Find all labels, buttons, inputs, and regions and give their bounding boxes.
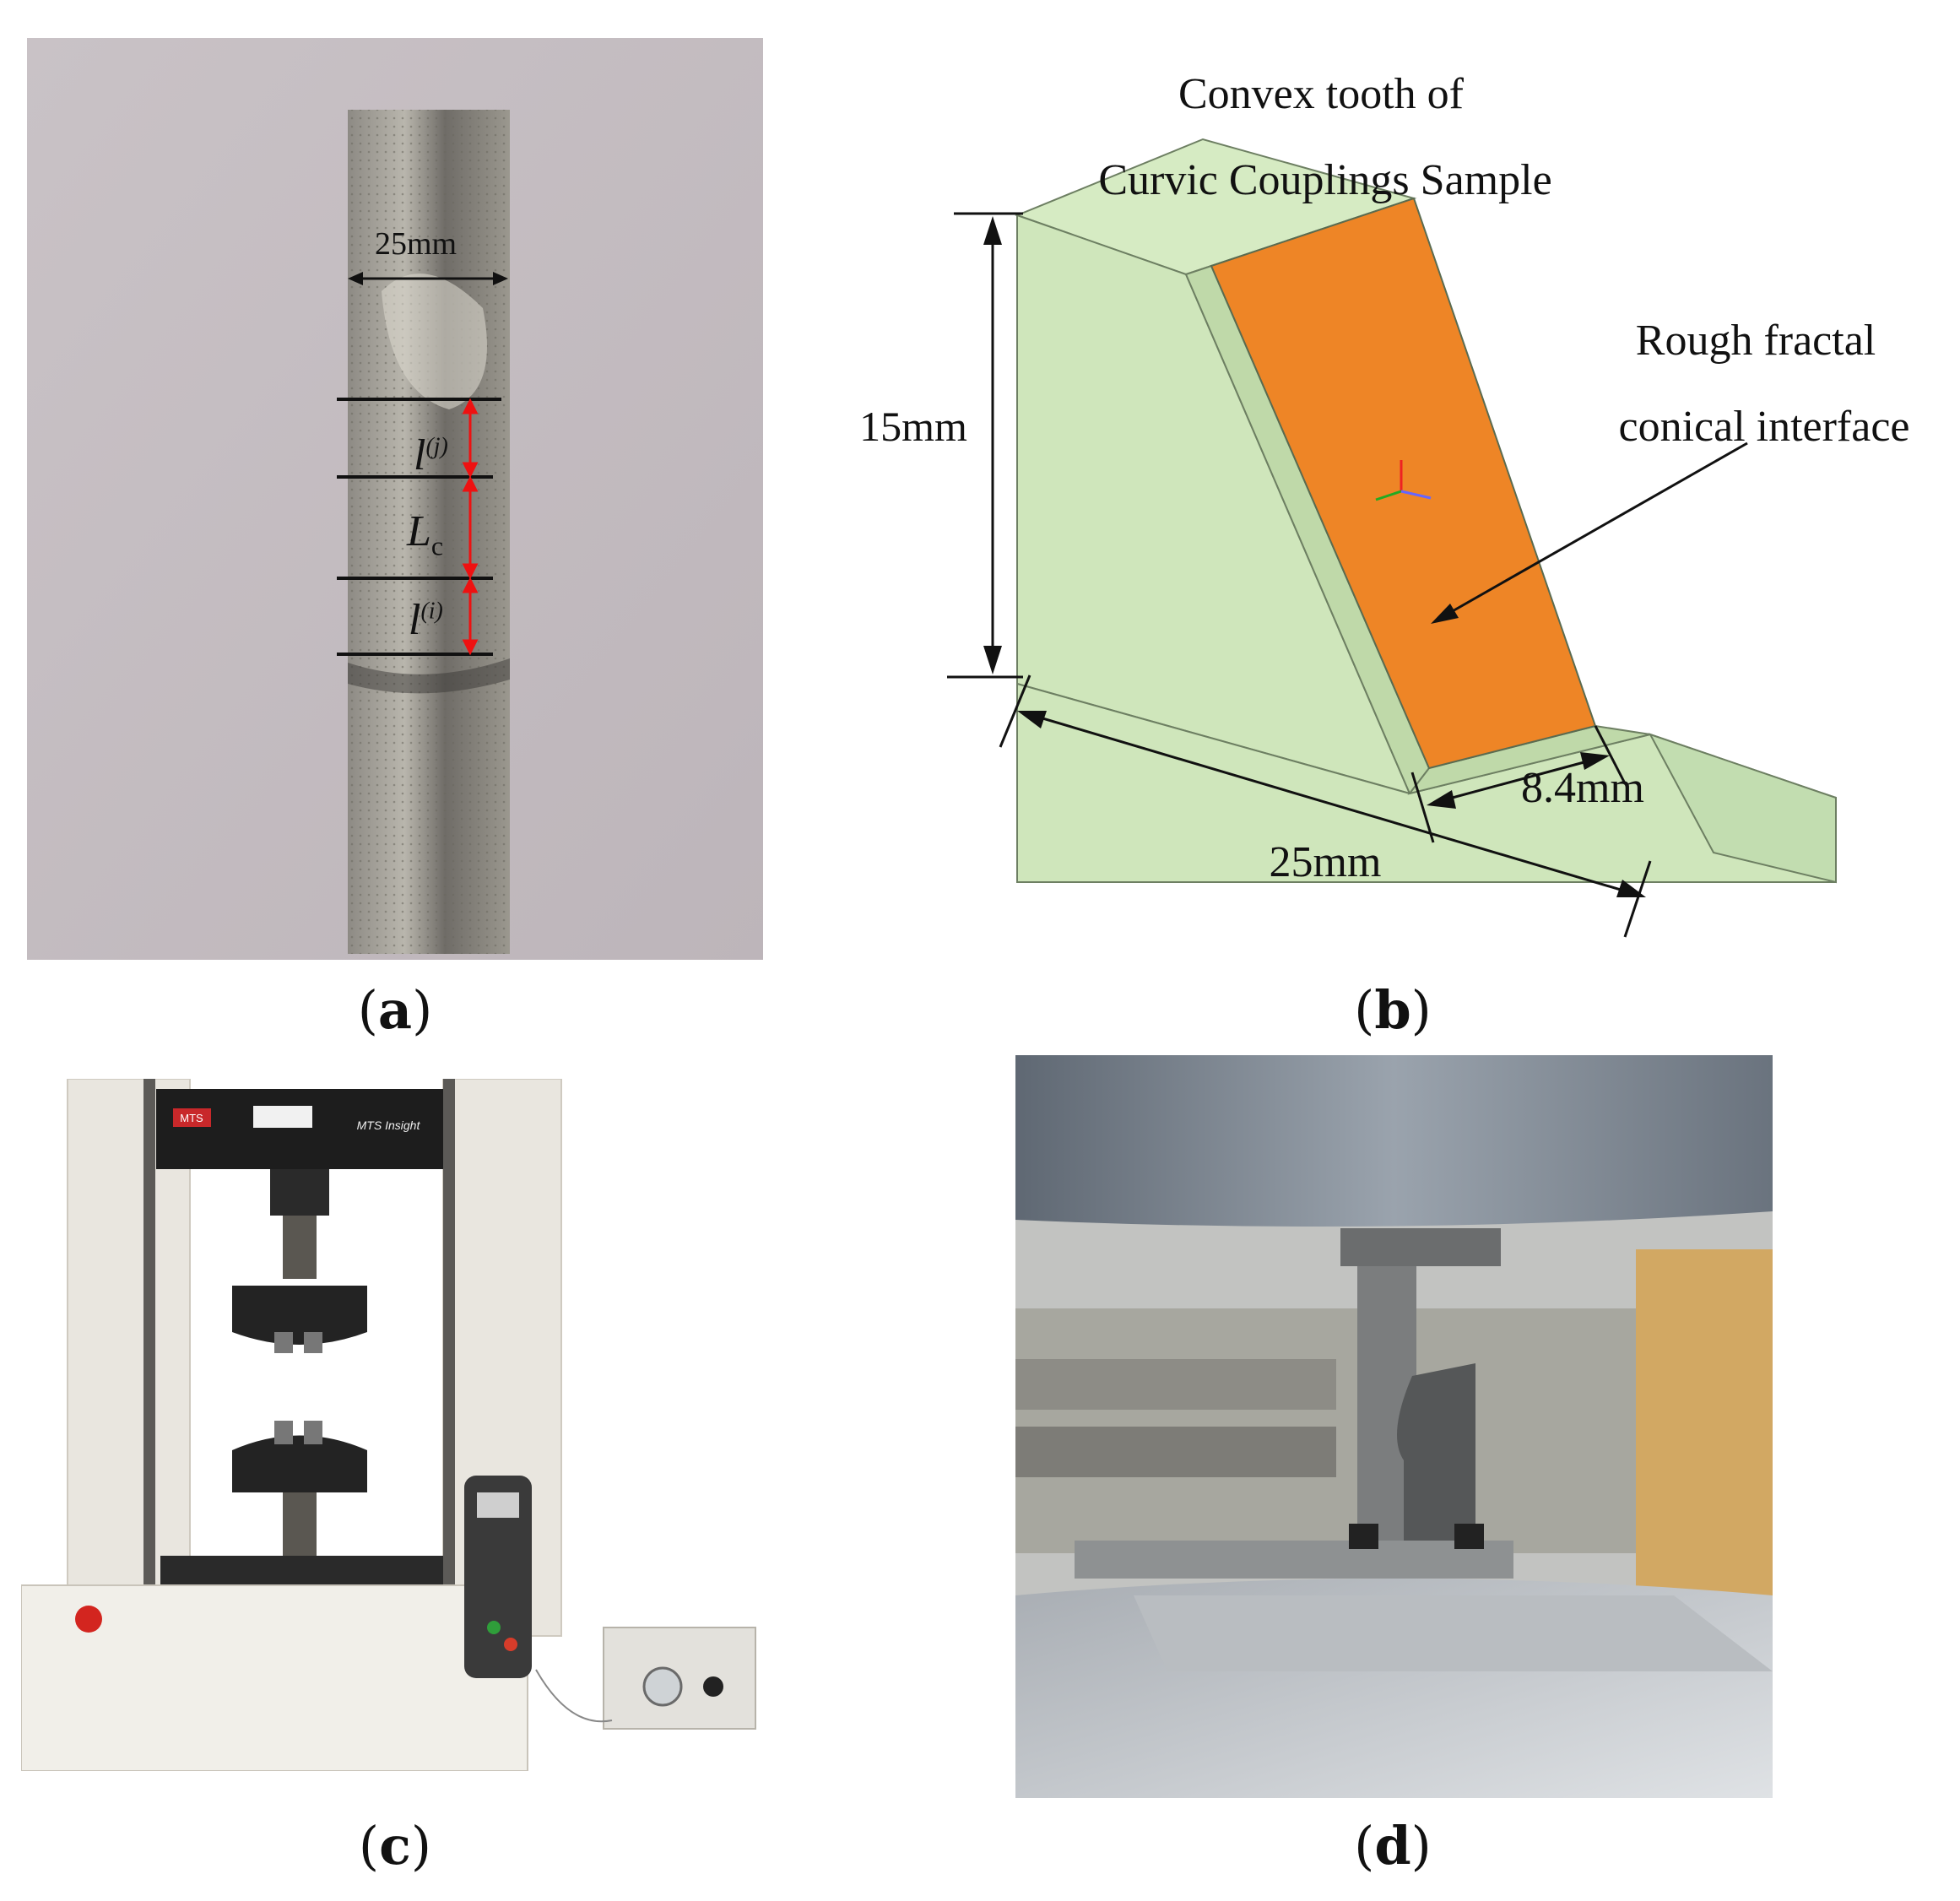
top-crosshead [156, 1089, 443, 1169]
model-text: MTS Insight [357, 1118, 421, 1132]
panel-a: 25mm l(j) Lc l(i) [27, 38, 763, 960]
lower-tooth-block [1397, 1363, 1475, 1557]
brand-text: MTS [180, 1112, 203, 1124]
specimen-photo [27, 38, 763, 960]
length-label: 25mm [1270, 838, 1382, 886]
width-dimension [1410, 725, 1627, 843]
testing-machine-photo: MTS MTS Insight [21, 1079, 766, 1771]
label-lc-base: L [407, 507, 431, 555]
tooth-model-diagram: Convex tooth of Curvic Couplings Sample … [859, 70, 1910, 938]
fixture-photo [1015, 1055, 1773, 1798]
panel-b: Convex tooth of Curvic Couplings Sample … [836, 59, 1950, 945]
panel-d [1015, 1055, 1773, 1798]
machine-base [21, 1584, 528, 1771]
surface-label-line1: Rough fractal [1636, 317, 1876, 365]
upper-grip [232, 1286, 367, 1345]
caption-d-letter: d [1374, 1815, 1411, 1877]
panel-c: MTS MTS Insight [21, 1079, 766, 1771]
width-label: 8.4mm [1521, 764, 1644, 812]
label-lc-sub: c [430, 530, 444, 561]
height-label: 15mm [859, 403, 967, 450]
caption-a: (a) [357, 979, 433, 1041]
label-lj: l(j) [414, 431, 448, 480]
emergency-stop-icon [75, 1606, 102, 1633]
caption-a-letter: a [377, 979, 413, 1041]
handheld-controller [464, 1476, 532, 1678]
axis-triad-icon [1375, 460, 1432, 501]
title-line2: Curvic Couplings Sample [1098, 156, 1551, 204]
label-li-base: l [409, 596, 421, 644]
width-dimension [348, 272, 508, 285]
caption-c-letter: c [379, 1815, 411, 1877]
red-dimension-arrows [462, 398, 479, 656]
upper-platen [1015, 1055, 1773, 1227]
label-lc: Lc [407, 506, 443, 561]
caption-b: (b) [1354, 979, 1432, 1041]
label-lj-sup: (j) [425, 433, 448, 460]
surface-label-line2: conical interface [1619, 403, 1910, 451]
lower-grip [232, 1435, 367, 1492]
width-label: 25mm [375, 226, 458, 262]
caption-b-letter: b [1374, 979, 1411, 1041]
title-line1: Convex tooth of [1178, 70, 1465, 118]
label-li: l(i) [409, 595, 443, 645]
caption-c: (c) [358, 1815, 432, 1877]
caption-d: (d) [1354, 1815, 1432, 1877]
label-li-sup: (i) [420, 598, 443, 625]
height-dimension [947, 212, 1023, 679]
label-lj-base: l [414, 431, 426, 479]
surface-leader-arrow [1431, 441, 1748, 624]
length-dimension [999, 674, 1652, 938]
